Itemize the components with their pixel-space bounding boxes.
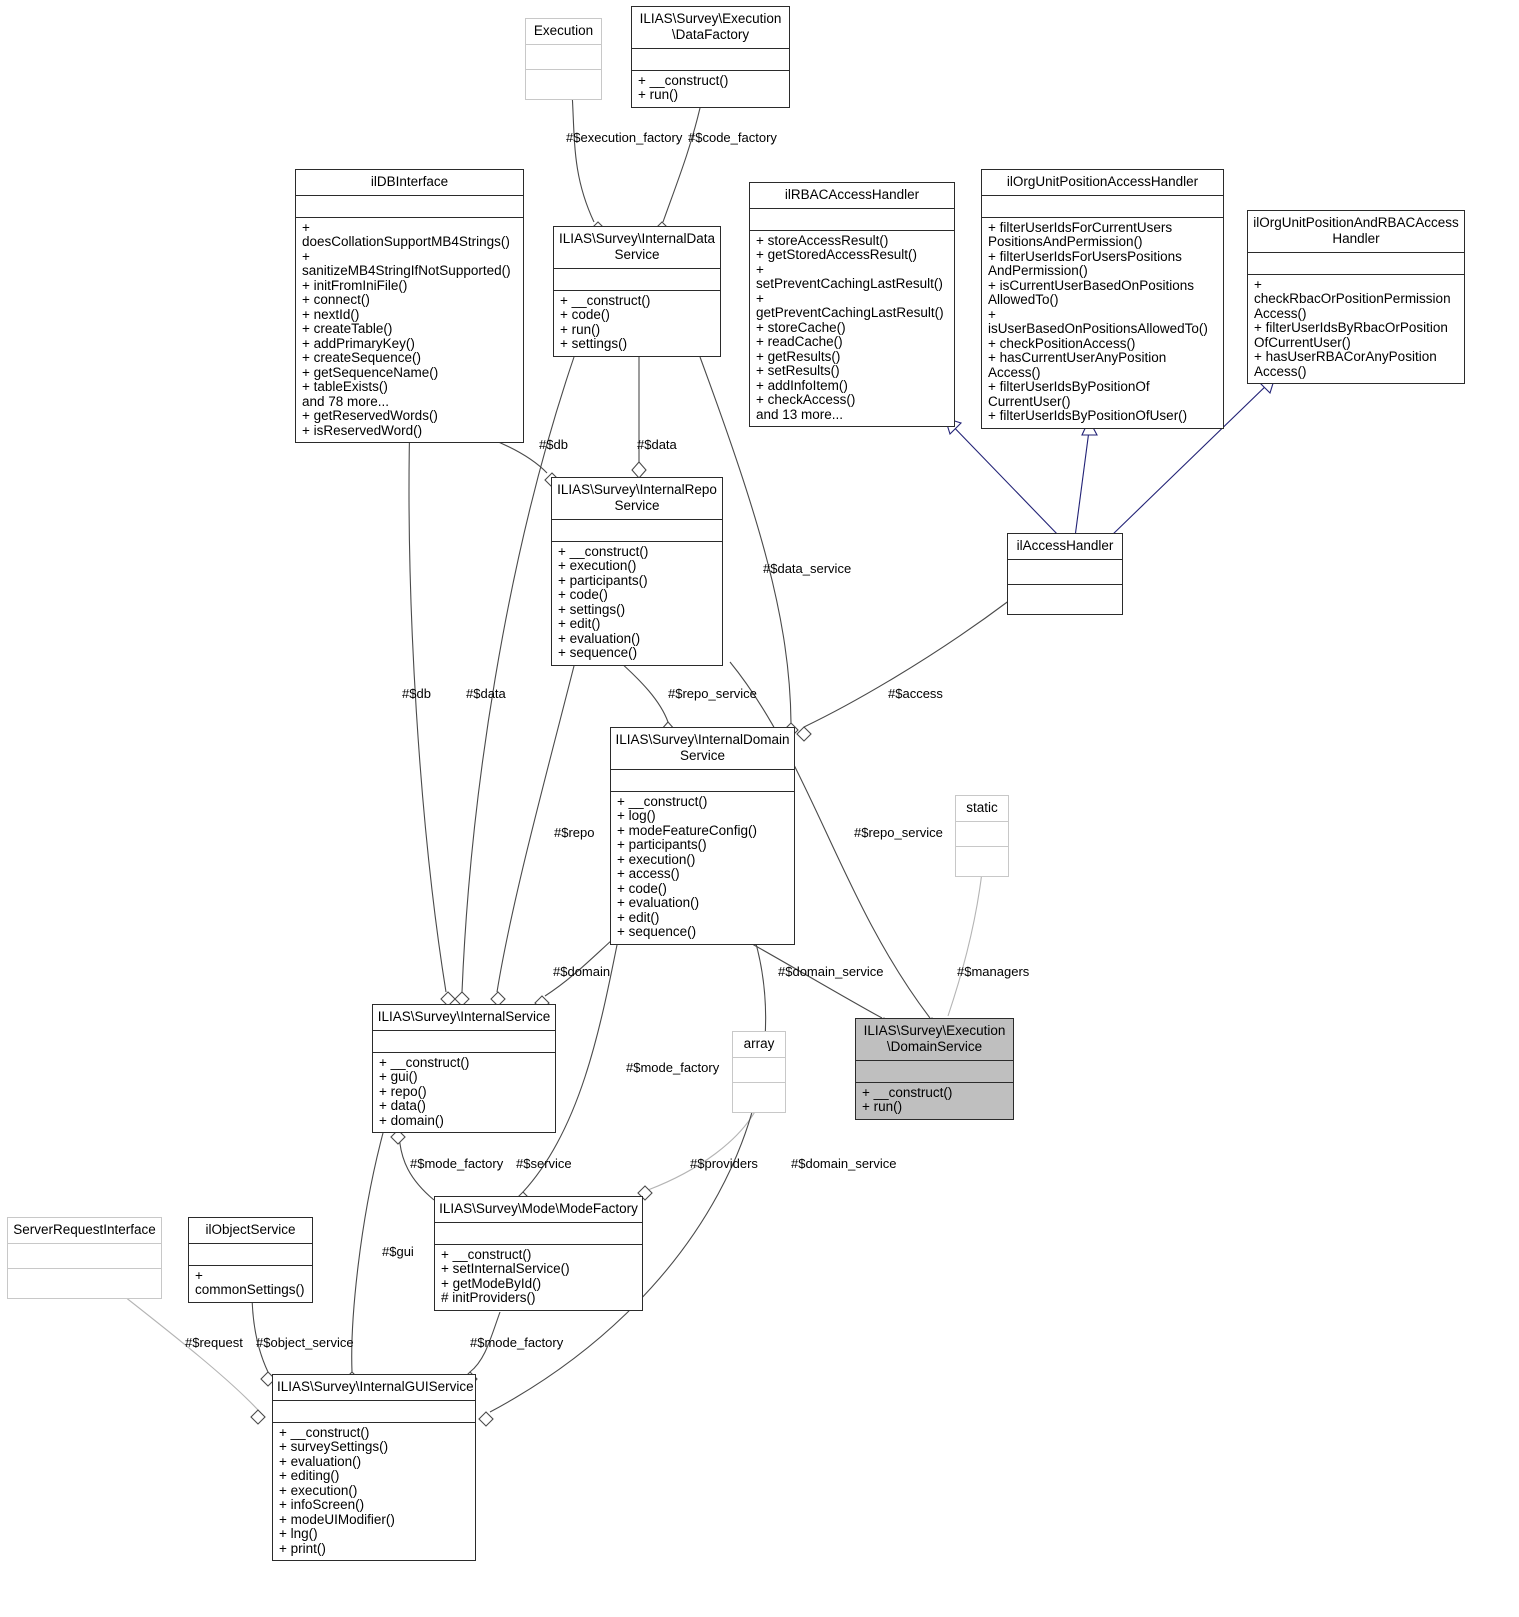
class-box-ilrbacaccesshandler[interactable]: ilRBACAccessHandler + storeAccessResult(… bbox=[749, 182, 955, 428]
class-operations bbox=[956, 847, 1008, 876]
class-name: ilDBInterface bbox=[296, 170, 523, 196]
class-attributes bbox=[526, 45, 601, 70]
class-name: static bbox=[956, 796, 1008, 822]
edge-label-db-low: #$db bbox=[402, 686, 431, 701]
class-operations: + __construct() + gui() + repo() + data(… bbox=[379, 1054, 470, 1128]
class-operations bbox=[733, 1083, 785, 1112]
class-operations: + commonSettings() bbox=[195, 1267, 305, 1298]
class-name: ILIAS\Survey\InternalDomain Service bbox=[611, 728, 794, 770]
class-operations: + __construct() + execution() + particip… bbox=[558, 543, 649, 661]
edge-label-data-service: #$data_service bbox=[763, 561, 852, 576]
edge-label-execution-factory: #$execution_factory bbox=[566, 130, 683, 145]
class-box-ilorgunitpositionandrbacaccesshandler[interactable]: ilOrgUnitPositionAndRBACAccess Handler +… bbox=[1247, 210, 1465, 385]
class-box-internal-service[interactable]: ILIAS\Survey\InternalService + __constru… bbox=[372, 1004, 556, 1134]
edge-label-service: #$service bbox=[516, 1156, 572, 1171]
class-box-internal-gui-service[interactable]: ILIAS\Survey\InternalGUIService + __cons… bbox=[272, 1374, 476, 1562]
class-box-ilorgunitpositionaccesshandler[interactable]: ilOrgUnitPositionAccessHandler + filterU… bbox=[981, 169, 1224, 429]
edge-label-code-factory: #$code_factory bbox=[688, 130, 777, 145]
edge-label-repo: #$repo bbox=[554, 825, 595, 840]
class-operations bbox=[8, 1269, 161, 1298]
class-name: ILIAS\Survey\Mode\ModeFactory bbox=[435, 1197, 642, 1223]
class-operations: + doesCollationSupportMB4Strings() + san… bbox=[302, 219, 511, 438]
class-attributes bbox=[554, 269, 720, 291]
class-name: ilAccessHandler bbox=[1008, 534, 1122, 560]
class-name: ilOrgUnitPositionAndRBACAccess Handler bbox=[1248, 211, 1464, 253]
class-box-internal-repo-service[interactable]: ILIAS\Survey\InternalRepo Service + __co… bbox=[551, 477, 723, 666]
class-box-execution[interactable]: Execution bbox=[525, 18, 602, 100]
edge-label-db-top: #$db bbox=[539, 437, 568, 452]
edge-label-managers: #$managers bbox=[957, 964, 1030, 979]
class-box-internal-data-service[interactable]: ILIAS\Survey\InternalData Service + __co… bbox=[553, 226, 721, 357]
class-name: ServerRequestInterface bbox=[8, 1218, 161, 1244]
class-box-ilobjectservice[interactable]: ilObjectService + commonSettings() bbox=[188, 1217, 313, 1303]
class-attributes bbox=[632, 49, 789, 71]
edge-label-mode-factory-left: #$mode_factory bbox=[410, 1156, 504, 1171]
class-attributes bbox=[856, 1061, 1013, 1083]
class-attributes bbox=[552, 520, 722, 542]
edge-label-access: #$access bbox=[888, 686, 943, 701]
edge-label-domain: #$domain bbox=[553, 964, 611, 979]
class-box-execution-domain-service[interactable]: ILIAS\Survey\Execution \DomainService + … bbox=[855, 1018, 1014, 1120]
class-attributes bbox=[1248, 253, 1464, 275]
class-operations: + storeAccessResult() + getStoredAccessR… bbox=[756, 232, 944, 422]
edge-label-domain-service-mid: #$domain_service bbox=[778, 964, 884, 979]
class-box-ilaccesshandler[interactable]: ilAccessHandler bbox=[1007, 533, 1123, 615]
class-box-static[interactable]: static bbox=[955, 795, 1009, 877]
class-operations: + __construct() + setInternalService() +… bbox=[441, 1246, 570, 1306]
class-name: ILIAS\Survey\Execution \DomainService bbox=[856, 1019, 1013, 1061]
class-operations: + checkRbacOrPositionPermission Access()… bbox=[1254, 276, 1451, 379]
class-box-array[interactable]: array bbox=[732, 1031, 786, 1113]
edge-label-mode-factory-mid: #$mode_factory bbox=[626, 1060, 720, 1075]
edge-label-repo-service-top: #$repo_service bbox=[668, 686, 757, 701]
class-name: ILIAS\Survey\InternalService bbox=[373, 1005, 555, 1031]
class-attributes bbox=[956, 822, 1008, 847]
edge-label-data-low: #$data bbox=[466, 686, 506, 701]
edge-label-providers: #$providers bbox=[690, 1156, 758, 1171]
class-attributes bbox=[982, 196, 1223, 218]
class-operations bbox=[526, 70, 601, 99]
class-attributes bbox=[373, 1031, 555, 1053]
class-operations: + __construct() + surveySettings() + eva… bbox=[279, 1424, 395, 1556]
edge-label-domain-service-right: #$domain_service bbox=[791, 1156, 897, 1171]
class-attributes bbox=[296, 196, 523, 218]
class-attributes bbox=[189, 1244, 312, 1266]
class-name: ILIAS\Survey\Execution \DataFactory bbox=[632, 7, 789, 49]
class-attributes bbox=[273, 1401, 475, 1423]
class-operations: + __construct() + log() + modeFeatureCon… bbox=[617, 793, 757, 940]
class-name: ILIAS\Survey\InternalRepo Service bbox=[552, 478, 722, 520]
edge-label-repo-service-right: #$repo_service bbox=[854, 825, 943, 840]
class-operations: + __construct() + run() bbox=[638, 72, 729, 103]
class-name: ILIAS\Survey\InternalGUIService bbox=[273, 1375, 475, 1401]
class-name: array bbox=[733, 1032, 785, 1058]
class-name: Execution bbox=[526, 19, 601, 45]
class-name: ilRBACAccessHandler bbox=[750, 183, 954, 209]
edge-label-gui: #$gui bbox=[382, 1244, 414, 1259]
class-box-data-factory[interactable]: ILIAS\Survey\Execution \DataFactory + __… bbox=[631, 6, 790, 108]
edge-label-object-service: #$object_service bbox=[256, 1335, 354, 1350]
class-box-ildbinterface[interactable]: ilDBInterface + doesCollationSupportMB4S… bbox=[295, 169, 524, 444]
class-name: ilObjectService bbox=[189, 1218, 312, 1244]
class-box-server-request-interface[interactable]: ServerRequestInterface bbox=[7, 1217, 162, 1299]
edge-label-mode-factory-bottom: #$mode_factory bbox=[470, 1335, 564, 1350]
class-name: ilOrgUnitPositionAccessHandler bbox=[982, 170, 1223, 196]
class-attributes bbox=[8, 1244, 161, 1269]
class-attributes bbox=[750, 209, 954, 231]
class-attributes bbox=[733, 1058, 785, 1083]
class-box-mode-factory[interactable]: ILIAS\Survey\Mode\ModeFactory + __constr… bbox=[434, 1196, 643, 1311]
class-operations: + __construct() + code() + run() + setti… bbox=[560, 292, 651, 352]
class-operations: + filterUserIdsForCurrentUsers Positions… bbox=[988, 219, 1208, 424]
class-attributes bbox=[611, 770, 794, 792]
class-box-internal-domain-service[interactable]: ILIAS\Survey\InternalDomain Service + __… bbox=[610, 727, 795, 945]
class-operations: + __construct() + run() bbox=[862, 1084, 953, 1115]
class-attributes bbox=[1008, 560, 1122, 585]
class-operations bbox=[1008, 585, 1122, 614]
edge-label-data-top: #$data bbox=[637, 437, 677, 452]
class-name: ILIAS\Survey\InternalData Service bbox=[554, 227, 720, 269]
edge-label-request: #$request bbox=[185, 1335, 243, 1350]
class-attributes bbox=[435, 1223, 642, 1245]
